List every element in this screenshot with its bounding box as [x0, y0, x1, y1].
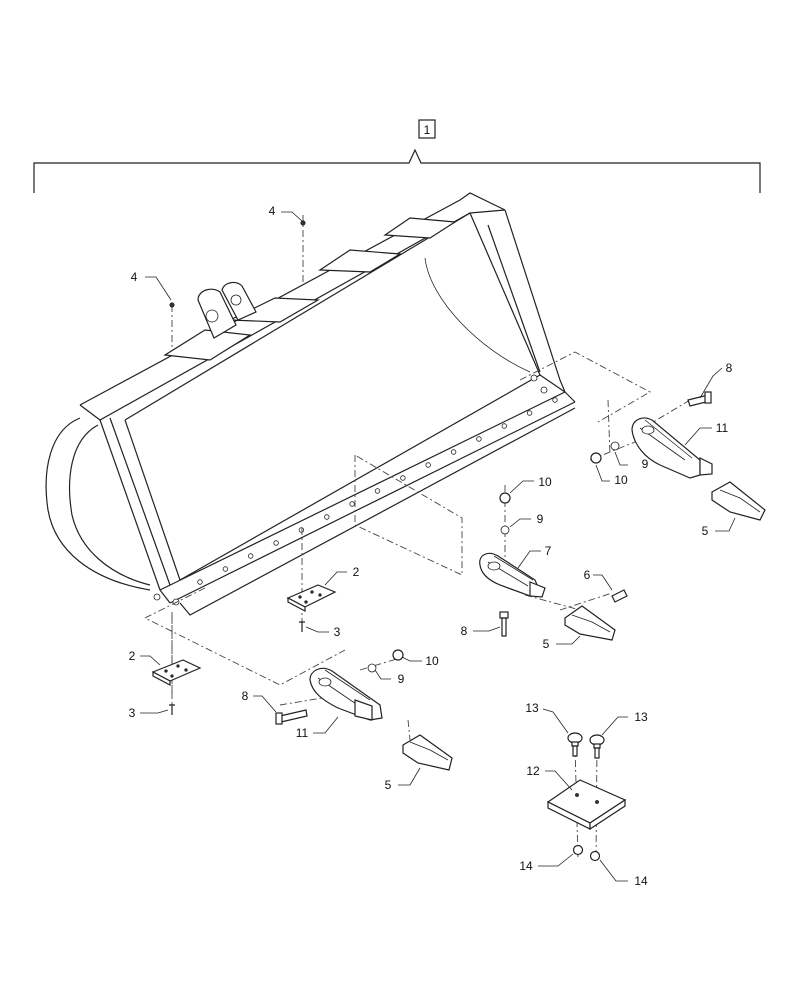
bolt-center	[499, 611, 509, 637]
callout-11-left: 11	[296, 726, 309, 740]
edge-bolt-hole	[349, 501, 355, 507]
washer-right	[610, 441, 620, 451]
stud-part-4b	[169, 302, 175, 308]
edge-bolt-hole	[247, 553, 254, 559]
edge-bolt-hole	[425, 462, 431, 468]
callout-13-right: 13	[634, 710, 648, 724]
edge-nut-left	[572, 844, 584, 856]
callout-14-left: 14	[519, 859, 533, 873]
callout-5-left: 5	[385, 778, 392, 792]
callout-9-right: 9	[642, 457, 649, 471]
nut-left	[392, 649, 404, 661]
leader-lines	[140, 211, 736, 882]
bucket	[45, 192, 576, 616]
nut-right	[590, 452, 602, 464]
tooth-center	[564, 605, 616, 641]
adapter-left	[309, 667, 383, 721]
edge-bolt-hole	[526, 410, 533, 416]
edge-bolt-hole	[501, 423, 507, 429]
callout-2-center: 2	[353, 565, 360, 579]
edge-bolt-hole	[324, 514, 330, 520]
adapter-center	[479, 552, 546, 598]
edge-bolt-hole	[476, 436, 482, 442]
edge-bolt-hole	[298, 527, 305, 533]
callout-10-left: 10	[425, 654, 439, 668]
callout-4-top: 4	[269, 204, 276, 218]
callout-8-center: 8	[461, 624, 468, 638]
washer-left	[367, 663, 377, 673]
callout-11-right: 11	[716, 421, 729, 435]
callout-9-left: 9	[398, 672, 405, 686]
edge-bolt-hole	[222, 566, 229, 572]
carriage-bolt-left	[567, 732, 583, 757]
callout-5-center: 5	[543, 637, 550, 651]
wear-pad-center	[286, 584, 337, 612]
wear-pad-left	[151, 659, 202, 686]
edge-bolt-hole	[197, 579, 203, 585]
screw-center	[299, 621, 305, 632]
callout-numbers: 4 4 8 11 9 10 10 9 5 7 6 2 3 8 5 2 10 9 …	[129, 204, 733, 888]
tooth-left	[402, 734, 453, 771]
edge-bolt-hole	[552, 397, 558, 403]
callout-13-left: 13	[525, 701, 539, 715]
edge-bolt-hole	[400, 475, 406, 481]
assembly-bracket	[33, 119, 761, 193]
callout-8-left: 8	[242, 689, 249, 703]
callout-5-right: 5	[702, 524, 709, 538]
edge-nut-right	[589, 850, 601, 862]
callout-4-left: 4	[131, 270, 138, 284]
bolt-left	[275, 709, 308, 725]
bolt-right	[687, 391, 712, 407]
pin-part-6	[611, 589, 628, 603]
assembly-number: 1	[424, 123, 431, 137]
stud-part-4a	[300, 220, 306, 226]
callout-9-center: 9	[537, 512, 544, 526]
callout-12: 12	[526, 764, 540, 778]
callout-10-center: 10	[538, 475, 552, 489]
washer-center	[500, 525, 510, 535]
bolt-on-edge	[546, 779, 627, 831]
callout-10-right: 10	[614, 473, 628, 487]
callout-8-right: 8	[726, 361, 733, 375]
callout-2-left: 2	[129, 649, 136, 663]
callout-3-left: 3	[129, 706, 136, 720]
carriage-bolt-right	[589, 734, 605, 759]
edge-bolt-hole	[374, 488, 381, 494]
adapter-right	[631, 417, 713, 479]
screw-left	[169, 704, 175, 715]
nut-center	[499, 492, 511, 504]
edge-bolt-hole	[450, 449, 457, 455]
edge-bolt-hole	[273, 540, 279, 546]
callout-7: 7	[545, 544, 552, 558]
callout-6: 6	[584, 568, 591, 582]
cutting-edge-holes	[197, 397, 558, 585]
callout-14-right: 14	[634, 874, 648, 888]
tooth-right	[711, 481, 766, 521]
callout-3-center: 3	[334, 625, 341, 639]
